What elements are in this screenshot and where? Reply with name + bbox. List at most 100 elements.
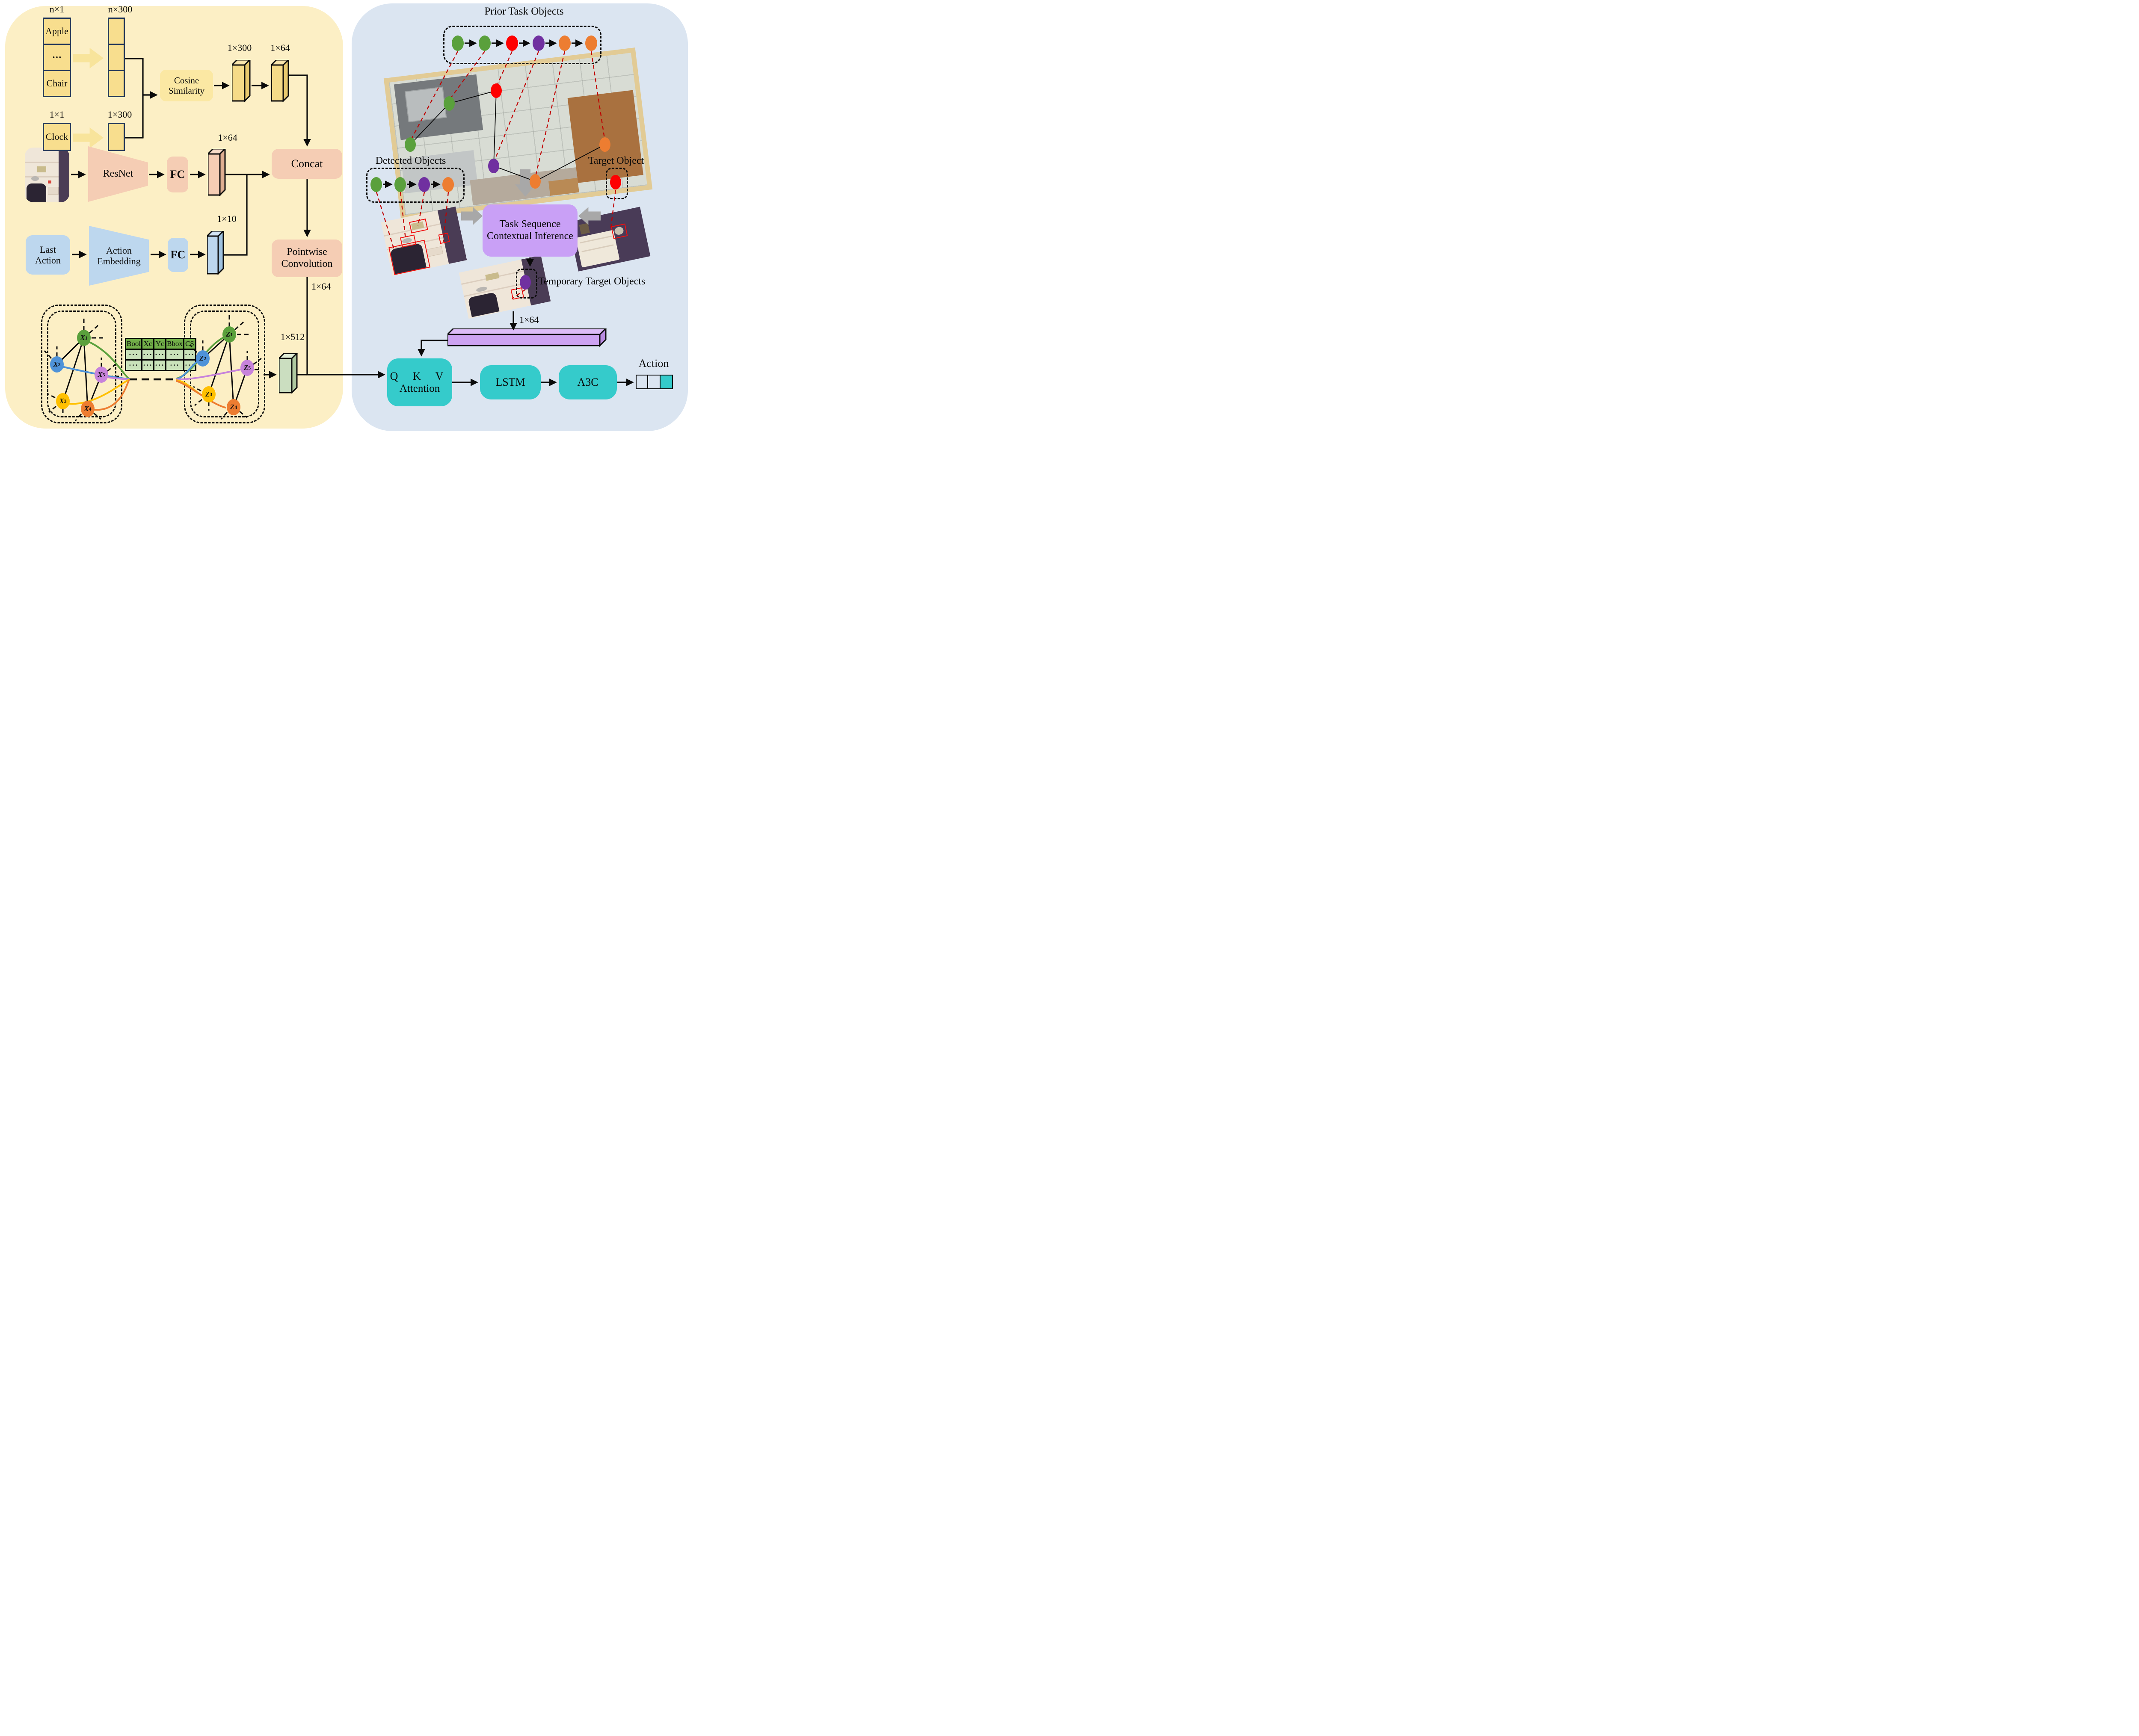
target-word-stack: Clock [43, 123, 71, 151]
dim-label: 1×64 [270, 42, 290, 53]
prior-task-objects-box [443, 26, 601, 64]
dim-label-1x64-out: 1×64 [311, 281, 331, 292]
target-object-box [606, 168, 628, 199]
lstm-label: LSTM [495, 376, 525, 389]
table-cell: ··· [124, 359, 143, 371]
table-cell: ··· [183, 349, 196, 361]
word-cell-ellipsis: ··· [43, 44, 71, 71]
pointwise-line1: Pointwise [287, 246, 327, 258]
joint-feature-bar [446, 327, 607, 349]
table-cell: ··· [153, 349, 167, 361]
last-action-line2: Action [35, 255, 61, 266]
a3c-box: A3C [559, 365, 617, 399]
resnet-label: ResNet [103, 168, 133, 180]
qkv-label: Q K V [390, 370, 450, 382]
map-node-orange [530, 174, 541, 189]
dim-label-1x512: 1×512 [280, 331, 305, 342]
temporary-target-circle [520, 275, 531, 290]
pointwise-line2: Convolution [281, 258, 333, 269]
target-object-circle [610, 175, 621, 189]
map-node-green [405, 137, 416, 152]
detected-object-circle [418, 177, 430, 192]
feature-slab-visual [206, 147, 227, 198]
table-header-yc: Yc [153, 338, 167, 350]
map-node-purple [488, 159, 499, 173]
map-wood-floor [548, 177, 580, 196]
prior-task-objects-title: Prior Task Objects [484, 6, 564, 17]
action-cell-selected [661, 375, 673, 389]
table-cell: ··· [153, 359, 167, 371]
table-header-bbox: Bbox [165, 338, 184, 350]
scene-drawer [426, 246, 443, 257]
detected-object-circle [394, 177, 406, 192]
embedding-cell [108, 70, 125, 97]
prior-object-circle [533, 35, 545, 51]
table-cell: ··· [124, 349, 143, 361]
a3c-label: A3C [577, 376, 598, 389]
map-node-red [491, 83, 502, 98]
scene-bowl [31, 176, 39, 181]
attention-label: Attention [399, 382, 440, 394]
detected-object-circle [370, 177, 382, 192]
dim-label-1x1: 1×1 [49, 109, 65, 120]
table-header-bool: Bool [124, 338, 143, 350]
table-cell: ··· [165, 359, 184, 371]
map-node-orange [599, 137, 610, 152]
feature-slab-1x512 [277, 352, 299, 396]
dim-label-1x300: 1×300 [107, 109, 132, 120]
lstm-box: LSTM [480, 365, 541, 399]
scene-tissue-box [37, 166, 46, 172]
dim-label: 1×10 [217, 213, 237, 224]
pointwise-convolution-box: Pointwise Convolution [272, 240, 342, 277]
prior-object-circle [452, 35, 464, 51]
fc-layer-action: FC [168, 238, 188, 272]
tsci-line1: Task Sequence [499, 219, 561, 230]
embedding-cell [108, 18, 125, 45]
target-object-label: Target Object [588, 155, 644, 166]
cosine-line1: Cosine [174, 75, 199, 86]
fc-layer-visual: FC [167, 157, 188, 192]
word-cell-apple: Apple [43, 18, 71, 45]
temporary-target-label: Temporary Target Objects [538, 276, 646, 287]
feature-slab-1x300 [230, 58, 252, 104]
map-node-green [444, 96, 455, 111]
detected-objects-label: Detected Objects [375, 155, 446, 166]
action-label: Action [638, 357, 669, 370]
cosine-line2: Similarity [169, 86, 204, 96]
prior-object-circle [585, 35, 597, 51]
prior-object-circle [479, 35, 491, 51]
observation-image [25, 148, 69, 202]
detection-bbox-tissue [409, 218, 428, 234]
temporary-target-box [516, 269, 537, 299]
map-sink [405, 86, 447, 122]
scene-shelf [25, 162, 59, 163]
prior-object-circle [559, 35, 571, 51]
table-header-xc: Xc [141, 338, 155, 350]
action-cell [648, 375, 661, 389]
table-header-cs: CS [183, 338, 196, 350]
last-action-line1: Last [40, 244, 56, 255]
concat-label: Concat [291, 157, 323, 170]
word-cell-chair: Chair [43, 70, 71, 97]
scene-chair [27, 183, 46, 202]
table-cell: ··· [165, 349, 184, 361]
scene-shelf [25, 176, 59, 177]
dim-label-1x64-feat: 1×64 [519, 314, 539, 325]
fc-label: FC [170, 248, 186, 261]
detected-objects-box [366, 168, 465, 203]
word-list-stack: Apple ··· Chair [43, 18, 71, 97]
word-cell-clock: Clock [43, 123, 71, 151]
feature-slab-1x64 [270, 58, 290, 104]
detection-bbox-clock [611, 223, 628, 239]
clock-face [613, 226, 625, 236]
target-embedding-stack [108, 123, 125, 151]
scene-drawer [48, 187, 59, 195]
